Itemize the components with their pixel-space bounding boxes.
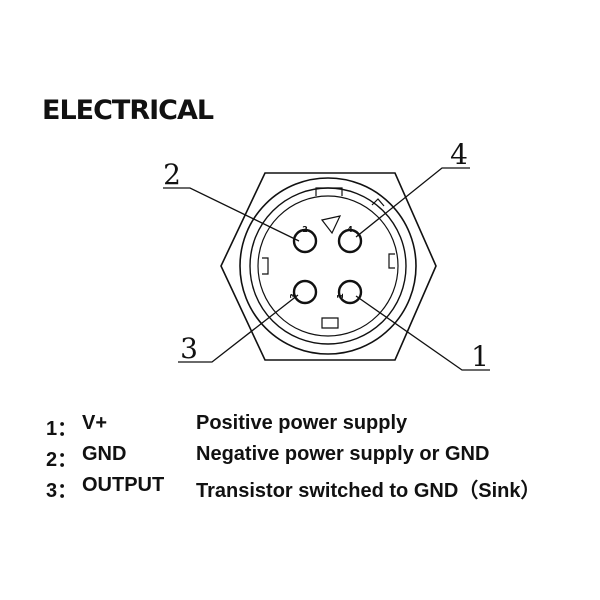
top-key-notch — [315, 187, 343, 196]
right-tab — [388, 253, 395, 269]
pin-1 — [337, 279, 363, 305]
left-tab — [262, 257, 269, 275]
outer-ring — [239, 177, 417, 355]
callout-4: 4 — [450, 138, 468, 171]
callout-2: 2 — [163, 158, 181, 191]
top-right-tab — [371, 198, 385, 207]
legend-signal: V+ — [82, 412, 108, 434]
pin-label-1: 1 — [336, 293, 345, 299]
pin-label-4: 4 — [347, 225, 353, 234]
legend-pin-number: 2： — [46, 449, 78, 471]
connector-pinout-diagram: 2 4 3 1 2 4 3 1 — [163, 138, 490, 373]
insert-ring — [257, 195, 399, 337]
hex-nut-outline — [220, 172, 437, 361]
pin-4 — [337, 228, 363, 254]
keying-mark — [320, 215, 342, 235]
pin-3 — [292, 279, 318, 305]
pin-2 — [292, 228, 318, 254]
legend-signal: OUTPUT — [82, 474, 165, 496]
leader-line-3 — [178, 294, 299, 363]
legend-pin-number: 1： — [46, 418, 78, 440]
section-title: ELECTRICAL — [42, 95, 214, 126]
legend-description: Positive power supply — [196, 412, 408, 434]
legend-description: Negative power supply or GND — [196, 443, 490, 465]
leader-line-1 — [355, 295, 490, 371]
inner-ring — [249, 187, 407, 345]
callout-3: 3 — [180, 332, 198, 365]
leader-line-4 — [355, 167, 470, 238]
bottom-key-notch — [321, 317, 339, 329]
legend-pin-number: 3： — [46, 480, 78, 502]
pin-label-2: 2 — [302, 225, 308, 234]
leader-line-2 — [163, 187, 300, 242]
legend-signal: GND — [82, 443, 127, 465]
legend-description: Transistor switched to GND（Sink） — [196, 480, 541, 502]
pin-label-3: 3 — [289, 293, 298, 299]
callout-1: 1 — [471, 340, 489, 373]
